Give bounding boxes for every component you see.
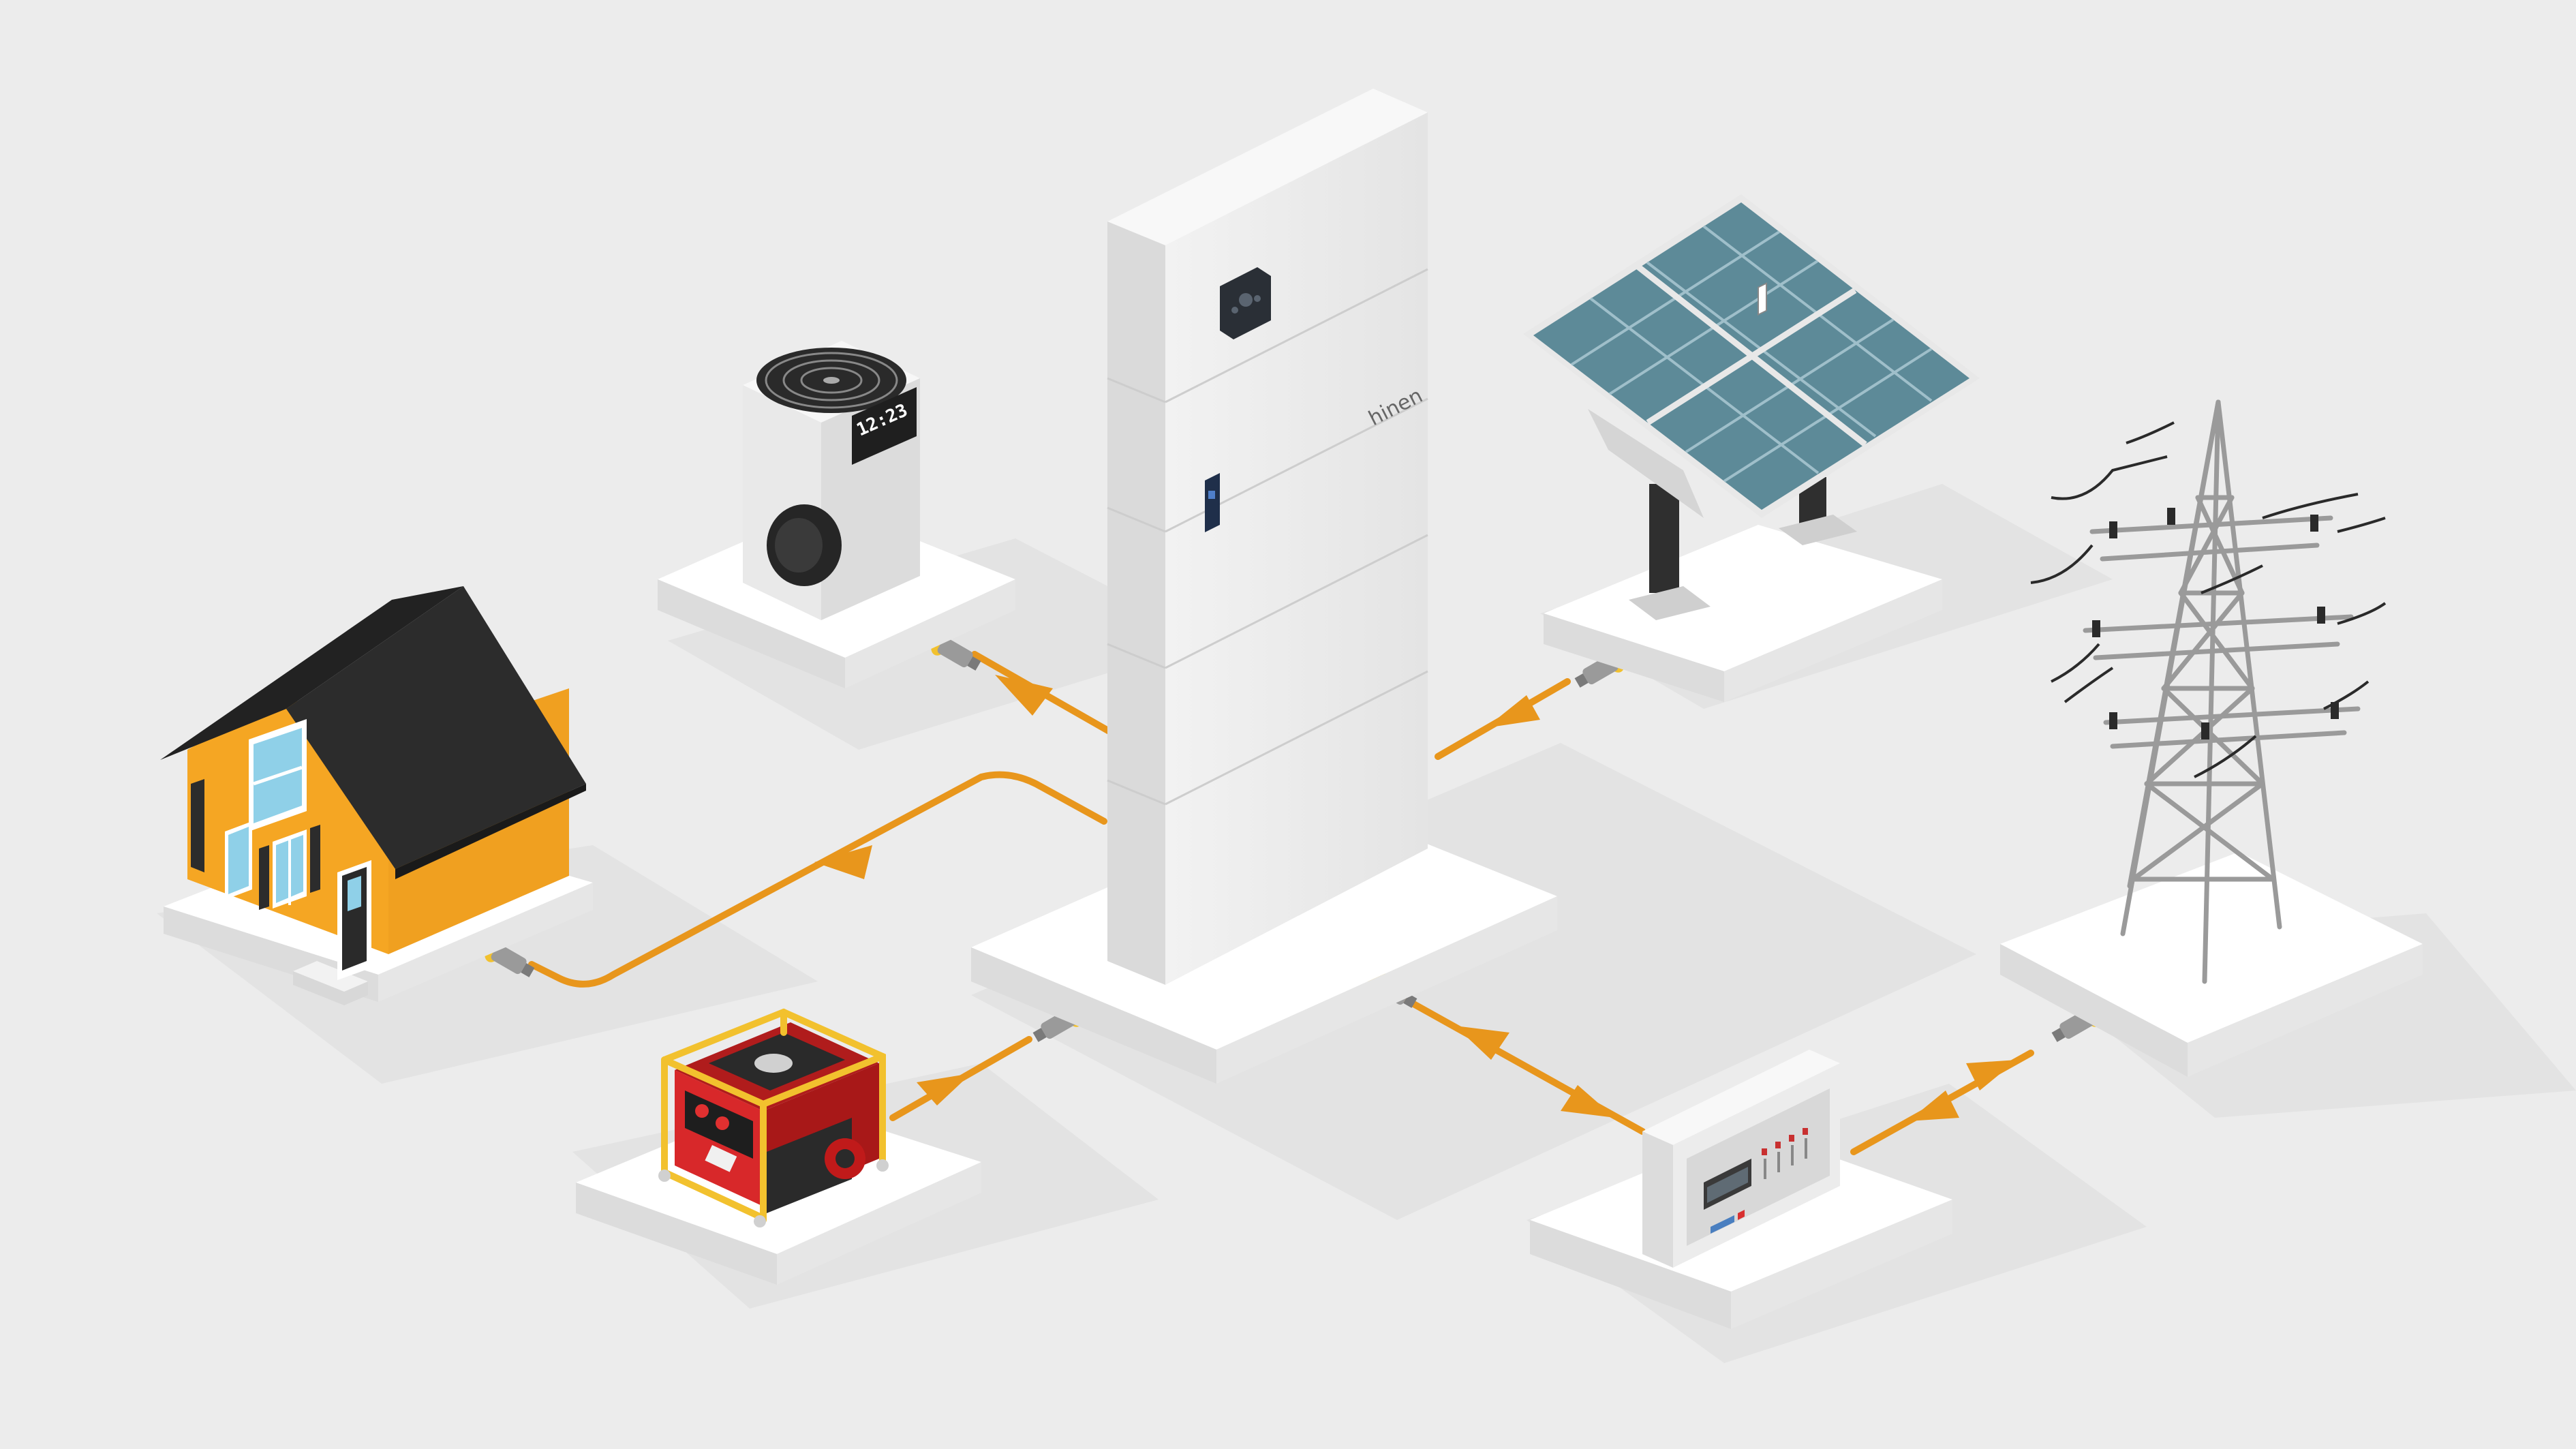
generator-icon: [658, 1008, 889, 1227]
arrow-dist-1: [1455, 1026, 1509, 1060]
flow-line-house: [528, 771, 1107, 988]
insulators: [2092, 508, 2339, 739]
battery-indicator: [1205, 473, 1220, 532]
power-pylon-icon: [2083, 399, 2361, 984]
solar-panel-icon: [1523, 194, 1980, 620]
power-pylon-node[interactable]: [2000, 399, 2423, 1077]
distribution-box-node[interactable]: [1530, 282, 1952, 1329]
battery-control-panel: [1220, 267, 1271, 339]
generator-node[interactable]: [576, 1008, 981, 1285]
solar-platform: [1544, 525, 1942, 702]
arrow-to-house: [814, 845, 872, 879]
house-node[interactable]: [160, 586, 593, 1005]
battery-tower-icon: hinen: [1107, 89, 1428, 985]
heat-pump-icon: 12:23: [743, 341, 920, 620]
distribution-box-icon: [1642, 282, 1840, 1268]
arrow-from-generator: [917, 1073, 971, 1105]
arrow-grid-2: [1966, 1060, 2017, 1090]
arrow-dist-2: [1561, 1085, 1615, 1118]
arrow-to-heatpump: [995, 675, 1053, 716]
heat-pump-node[interactable]: 12:23: [658, 341, 1015, 688]
power-lines: [2030, 421, 2387, 778]
solar-panel-node[interactable]: [1523, 194, 1980, 702]
house-icon: [160, 586, 586, 980]
arrow-from-solar: [1486, 695, 1540, 728]
pylon-platform: [2000, 852, 2423, 1077]
arrow-grid-1: [1908, 1090, 1959, 1121]
flow-arrows: [814, 675, 2017, 1121]
battery-node[interactable]: hinen: [971, 89, 1557, 1084]
